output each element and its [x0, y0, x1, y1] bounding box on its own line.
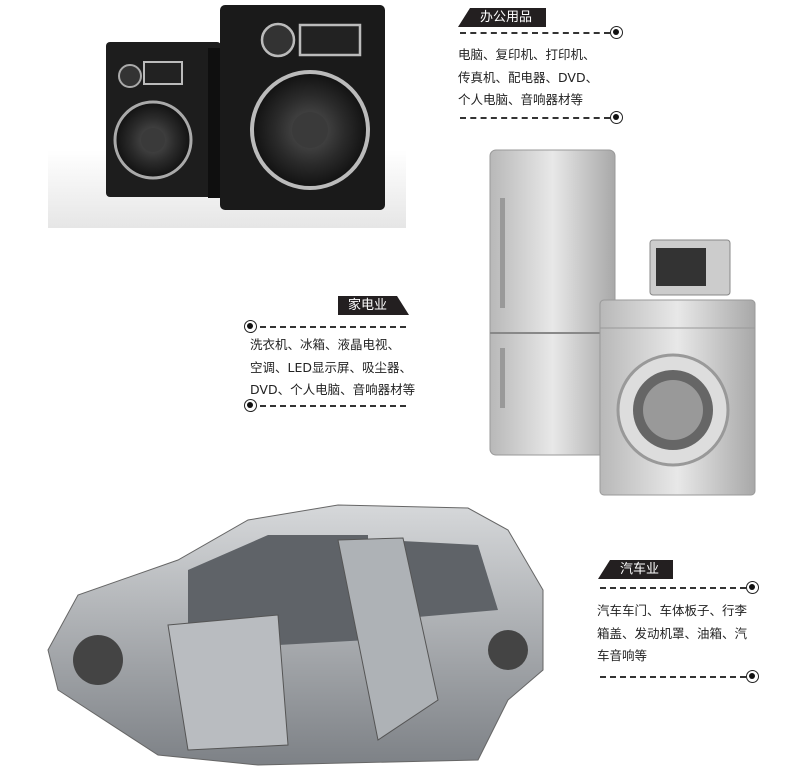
divider [600, 676, 746, 678]
text-line: 电脑、复印机、打印机、 [458, 47, 596, 62]
appliances-image [489, 149, 756, 496]
text-line: 汽车车门、车体板子、行李 [597, 603, 748, 618]
text-line: DVD、个人电脑、音响器材等 [250, 382, 416, 397]
text-line: 车音响等 [597, 648, 648, 663]
section-text-auto: 汽车车门、车体板子、行李 箱盖、发动机罩、油箱、汽 车音响等 [597, 600, 747, 668]
car-body-image [47, 504, 544, 766]
bullet-dot-icon [244, 320, 257, 333]
bullet-dot-icon [610, 111, 623, 124]
text-line: 传真机、配电器、DVD、 [458, 69, 599, 85]
section-text-home: 洗衣机、冰箱、液晶电视、 空调、LED显示屏、吸尘器、 DVD、个人电脑、音响器… [250, 334, 415, 402]
section-text-office: 电脑、复印机、打印机、 传真机、配电器、DVD、 个人电脑、音响器材等 [458, 44, 598, 112]
divider [460, 32, 610, 34]
text-line: 洗衣机、冰箱、液晶电视、 [250, 337, 401, 352]
text-line: 箱盖、发动机罩、油箱、汽 [597, 625, 748, 641]
section-tag-home: 家电业 [338, 296, 409, 315]
text-line: 空调、LED显示屏、吸尘器、 [250, 359, 412, 375]
divider [600, 587, 746, 589]
bullet-dot-icon [746, 670, 759, 683]
divider [460, 117, 610, 119]
bullet-dot-icon [244, 399, 257, 412]
bullet-dot-icon [746, 581, 759, 594]
bullet-dot-icon [610, 26, 623, 39]
speakers-image [48, 5, 406, 228]
section-tag-auto: 汽车业 [598, 560, 674, 579]
divider [260, 405, 406, 407]
divider [260, 326, 406, 328]
section-tag-office: 办公用品 [458, 8, 547, 27]
text-line: 个人电脑、音响器材等 [458, 92, 584, 107]
